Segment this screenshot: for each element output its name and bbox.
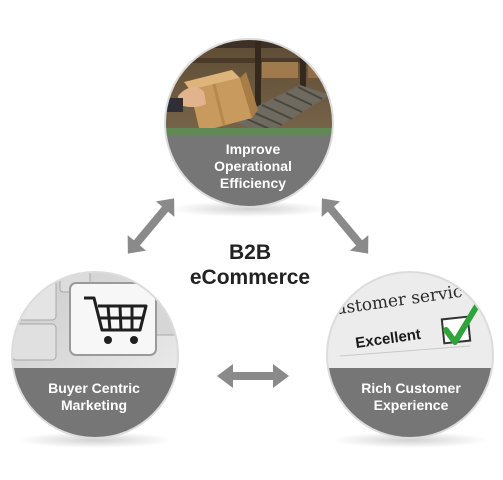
center-title: B2B eCommerce	[150, 240, 350, 290]
node-label-right-line2: Experience	[373, 397, 449, 413]
checkmark-icon	[443, 301, 481, 345]
center-title-line2: eCommerce	[189, 266, 311, 289]
node-label-right: Rich Customer Experience	[341, 380, 481, 414]
double-arrow-top-left	[127, 198, 175, 254]
shopping-cart-icon	[84, 296, 148, 332]
node-label-left-line1: Buyer Centric	[48, 380, 140, 396]
node-label-top-line1: Improve	[225, 141, 281, 157]
double-arrow-bottom	[217, 364, 289, 388]
node-rich-customer-experience: ustomer servic Excellent	[326, 271, 494, 439]
node-label-top: Improve Operational Efficiency	[178, 141, 328, 192]
node-buyer-centric-marketing	[11, 271, 179, 439]
node-label-left: Buyer Centric Marketing	[24, 380, 164, 414]
node-label-right-line1: Rich Customer	[361, 380, 461, 396]
node-label-top-line2: Operational	[214, 158, 292, 174]
double-arrow-top-right	[321, 198, 369, 254]
node-label-left-line2: Marketing	[60, 397, 128, 413]
center-title-line1: B2B	[228, 241, 271, 264]
node-label-top-line3: Efficiency	[219, 175, 287, 191]
